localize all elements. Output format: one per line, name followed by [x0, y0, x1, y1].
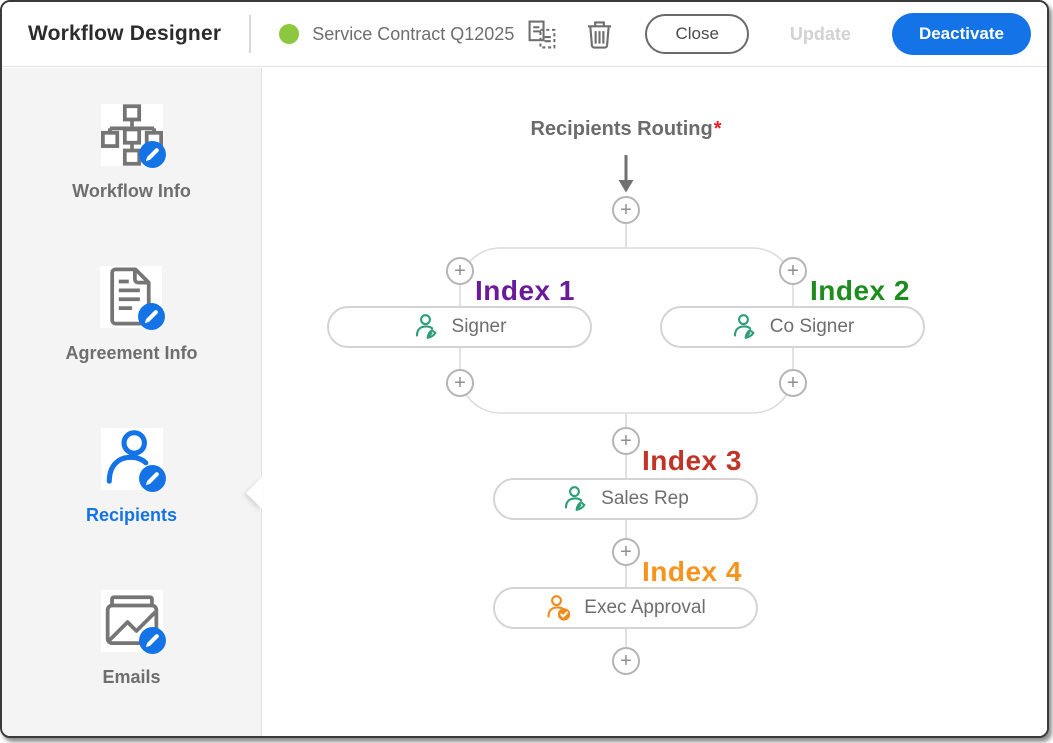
- add-recipient-button[interactable]: +: [612, 538, 640, 566]
- sidebar-item-label: Recipients: [85, 505, 178, 525]
- add-recipient-button[interactable]: +: [446, 257, 474, 285]
- index-annotation-3: Index 3: [642, 445, 742, 476]
- agreement-document-icon: [100, 266, 166, 330]
- add-recipient-button[interactable]: +: [779, 369, 807, 397]
- index-annotation-2: Index 2: [810, 275, 910, 306]
- header-bar: Workflow Designer Service Contract Q1202…: [2, 2, 1047, 67]
- signer-pen-icon: [565, 486, 586, 511]
- sidebar-selection-pointer: [246, 477, 262, 509]
- approver-check-icon: [547, 595, 571, 621]
- sidebar-item-emails[interactable]: Emails: [100, 590, 166, 688]
- index-annotation-4: Index 4: [642, 556, 742, 587]
- sidebar-item-label: Agreement Info: [65, 343, 198, 363]
- recipient-node-exec-approval[interactable]: Exec Approval: [493, 587, 758, 629]
- duplicate-workflow-icon[interactable]: [527, 19, 558, 50]
- sidebar-item-workflow-info[interactable]: Workflow Info: [72, 104, 191, 202]
- add-recipient-button[interactable]: +: [612, 196, 640, 224]
- required-asterisk: *: [713, 118, 722, 140]
- add-recipient-button[interactable]: +: [612, 647, 640, 675]
- header-actions: Close Update Deactivate: [527, 13, 1031, 55]
- section-title: Recipients Routing*: [530, 118, 722, 140]
- update-button[interactable]: Update: [789, 23, 851, 44]
- recipient-node-co-signer[interactable]: Co Signer: [660, 306, 925, 348]
- add-recipient-button[interactable]: +: [446, 369, 474, 397]
- signer-pen-icon: [733, 314, 755, 339]
- workflow-name: Service Contract Q12025: [312, 23, 515, 44]
- sidebar-item-recipients[interactable]: Recipients: [86, 428, 177, 526]
- status-active-dot: [279, 24, 300, 44]
- flow-start-arrow-icon: [618, 155, 634, 193]
- index-annotation-1: Index 1: [475, 275, 575, 306]
- recipient-node-signer[interactable]: Signer: [327, 306, 592, 348]
- trash-icon[interactable]: [585, 19, 614, 50]
- sidebar-item-label: Emails: [102, 667, 161, 687]
- edit-badge-icon: [138, 303, 166, 330]
- recipient-person-icon: [100, 428, 166, 492]
- flow-connector-lines: [459, 224, 794, 647]
- recipient-node-sales-rep[interactable]: Sales Rep: [493, 478, 758, 520]
- signer-pen-icon: [415, 314, 436, 339]
- workflow-tree-icon: [100, 104, 166, 168]
- edit-badge-icon: [138, 627, 166, 654]
- recipient-role-label: Signer: [451, 316, 507, 337]
- sidebar: Workflow Info Agreement Info: [2, 68, 262, 736]
- deactivate-button[interactable]: Deactivate: [891, 13, 1031, 55]
- routing-canvas: Recipients Routing* + + + + + + + + Inde…: [246, 68, 1047, 736]
- sidebar-item-label: Workflow Info: [72, 181, 191, 201]
- email-envelope-icon: [100, 590, 166, 654]
- recipient-role-label: Exec Approval: [584, 597, 706, 618]
- add-recipient-button[interactable]: +: [779, 257, 807, 285]
- close-button[interactable]: Close: [645, 14, 749, 54]
- sidebar-item-agreement-info[interactable]: Agreement Info: [65, 266, 198, 364]
- edit-badge-icon: [138, 465, 166, 492]
- add-recipient-button[interactable]: +: [612, 427, 640, 455]
- recipient-role-label: Sales Rep: [601, 488, 689, 509]
- edit-badge-icon: [138, 141, 166, 168]
- header-divider: [249, 15, 252, 53]
- recipient-role-label: Co Signer: [769, 316, 855, 337]
- page-title: Workflow Designer: [28, 22, 222, 45]
